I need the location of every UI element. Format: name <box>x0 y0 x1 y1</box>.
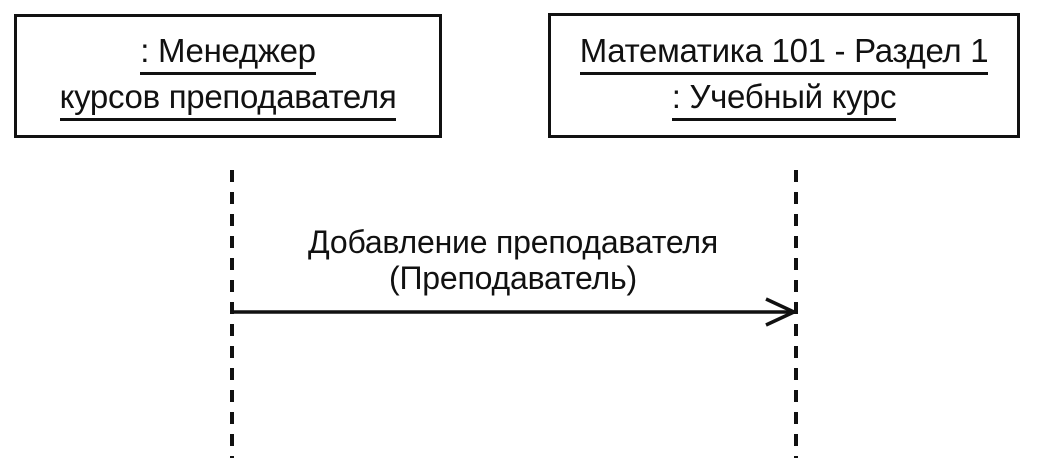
participant-course-manager-name: : Менеджер <box>140 31 316 75</box>
message-label: Добавление преподавателя <box>308 224 718 260</box>
message-arrowhead <box>765 297 799 327</box>
message-argument: (Преподаватель) <box>389 260 637 296</box>
participant-course-class: : Учебный курс <box>671 77 897 121</box>
participant-course-manager: : Менеджер курсов преподавателя <box>14 14 442 138</box>
participant-course-name: Математика 101 - Раздел 1 <box>579 31 989 75</box>
participant-course-manager-role: курсов преподавателя <box>59 77 397 121</box>
participant-course: Математика 101 - Раздел 1 : Учебный курс <box>548 13 1020 138</box>
